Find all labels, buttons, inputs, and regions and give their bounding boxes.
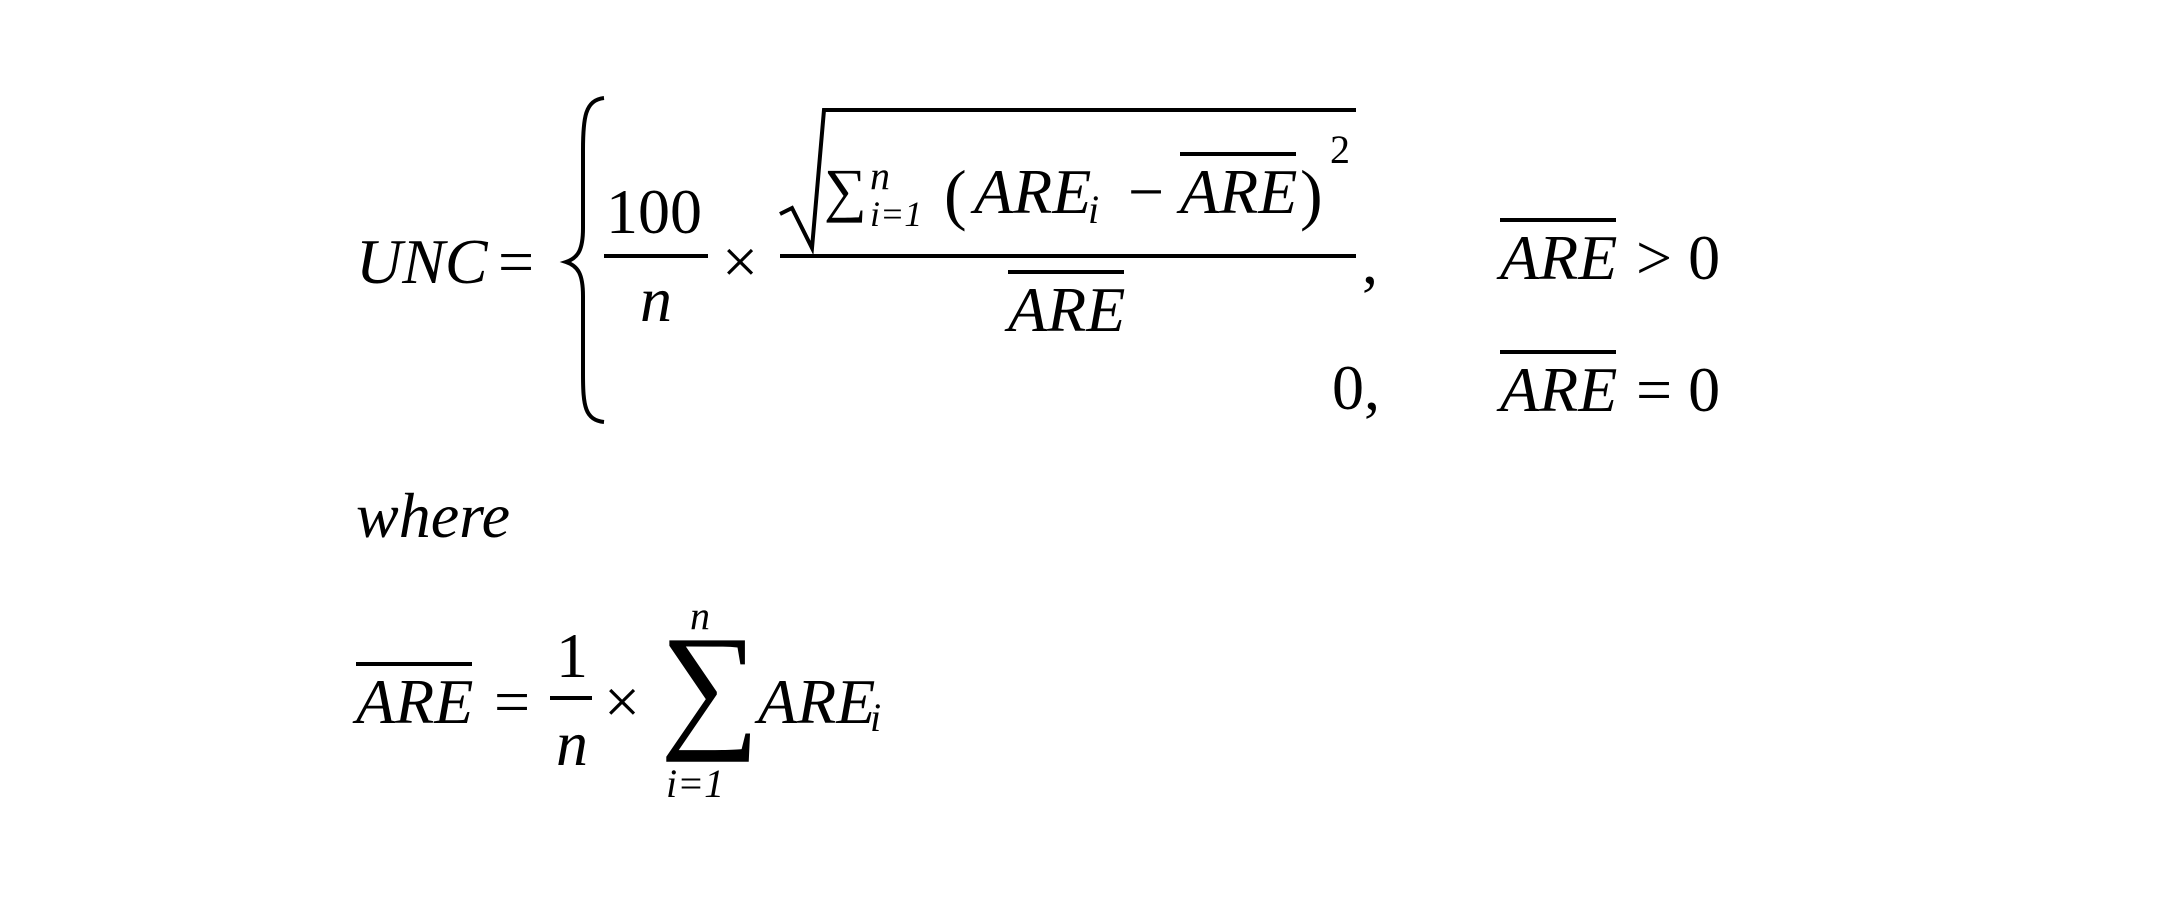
case2-value: 0, [1332,352,1380,423]
eq2-lhs: ARE [356,666,474,737]
case2-condition-rel: = 0 [1636,354,1721,425]
eq2-sum-upper-limit: n [690,593,710,638]
case1-condition-var: ARE [1500,222,1618,293]
eq2-sum-lower-limit: i=1 [666,761,725,806]
paren-close: ) [1300,156,1323,232]
case1-overline [1500,218,1616,222]
eq2-sum-symbol: ∑ [660,608,760,763]
eq2-coef-denominator: n [556,708,588,779]
eq2-term-are: ARE [758,666,876,737]
mean-are: ARE [1180,156,1298,227]
unc-label: UNC [356,226,488,297]
where-text: where [356,480,511,551]
paren-open: ( [944,156,967,232]
sum-symbol: ∑ [824,157,867,223]
eq2-fraction-bar [550,696,592,700]
term-are: ARE [974,156,1092,227]
case2-overline [1500,350,1616,354]
case2-condition-var: ARE [1500,354,1618,425]
eq2-coef-numerator: 1 [556,620,588,691]
eq2-lhs-overline [356,662,472,666]
sum-upper-limit: n [870,153,890,198]
equals-sign: = [498,226,535,297]
eq2-term-subscript: i [870,695,882,740]
main-fraction-bar [780,254,1356,258]
exponent: 2 [1330,127,1350,172]
denominator-mean: ARE [1008,274,1126,345]
case1-condition-rel: > 0 [1636,222,1721,293]
denominator-overline [1008,270,1124,274]
mean-overline [1180,152,1296,156]
term-subscript: i [1088,187,1100,232]
eq2-times-sign: × [604,666,641,737]
case1-comma: , [1362,226,1378,297]
times-sign: × [722,226,759,297]
eq2-equals-sign: = [494,666,531,737]
coef-numerator: 100 [606,176,702,247]
coef-fraction-bar [604,254,708,258]
sum-lower-limit: i=1 [870,194,923,234]
coef-denominator: n [640,264,672,335]
minus-sign: − [1128,156,1165,227]
